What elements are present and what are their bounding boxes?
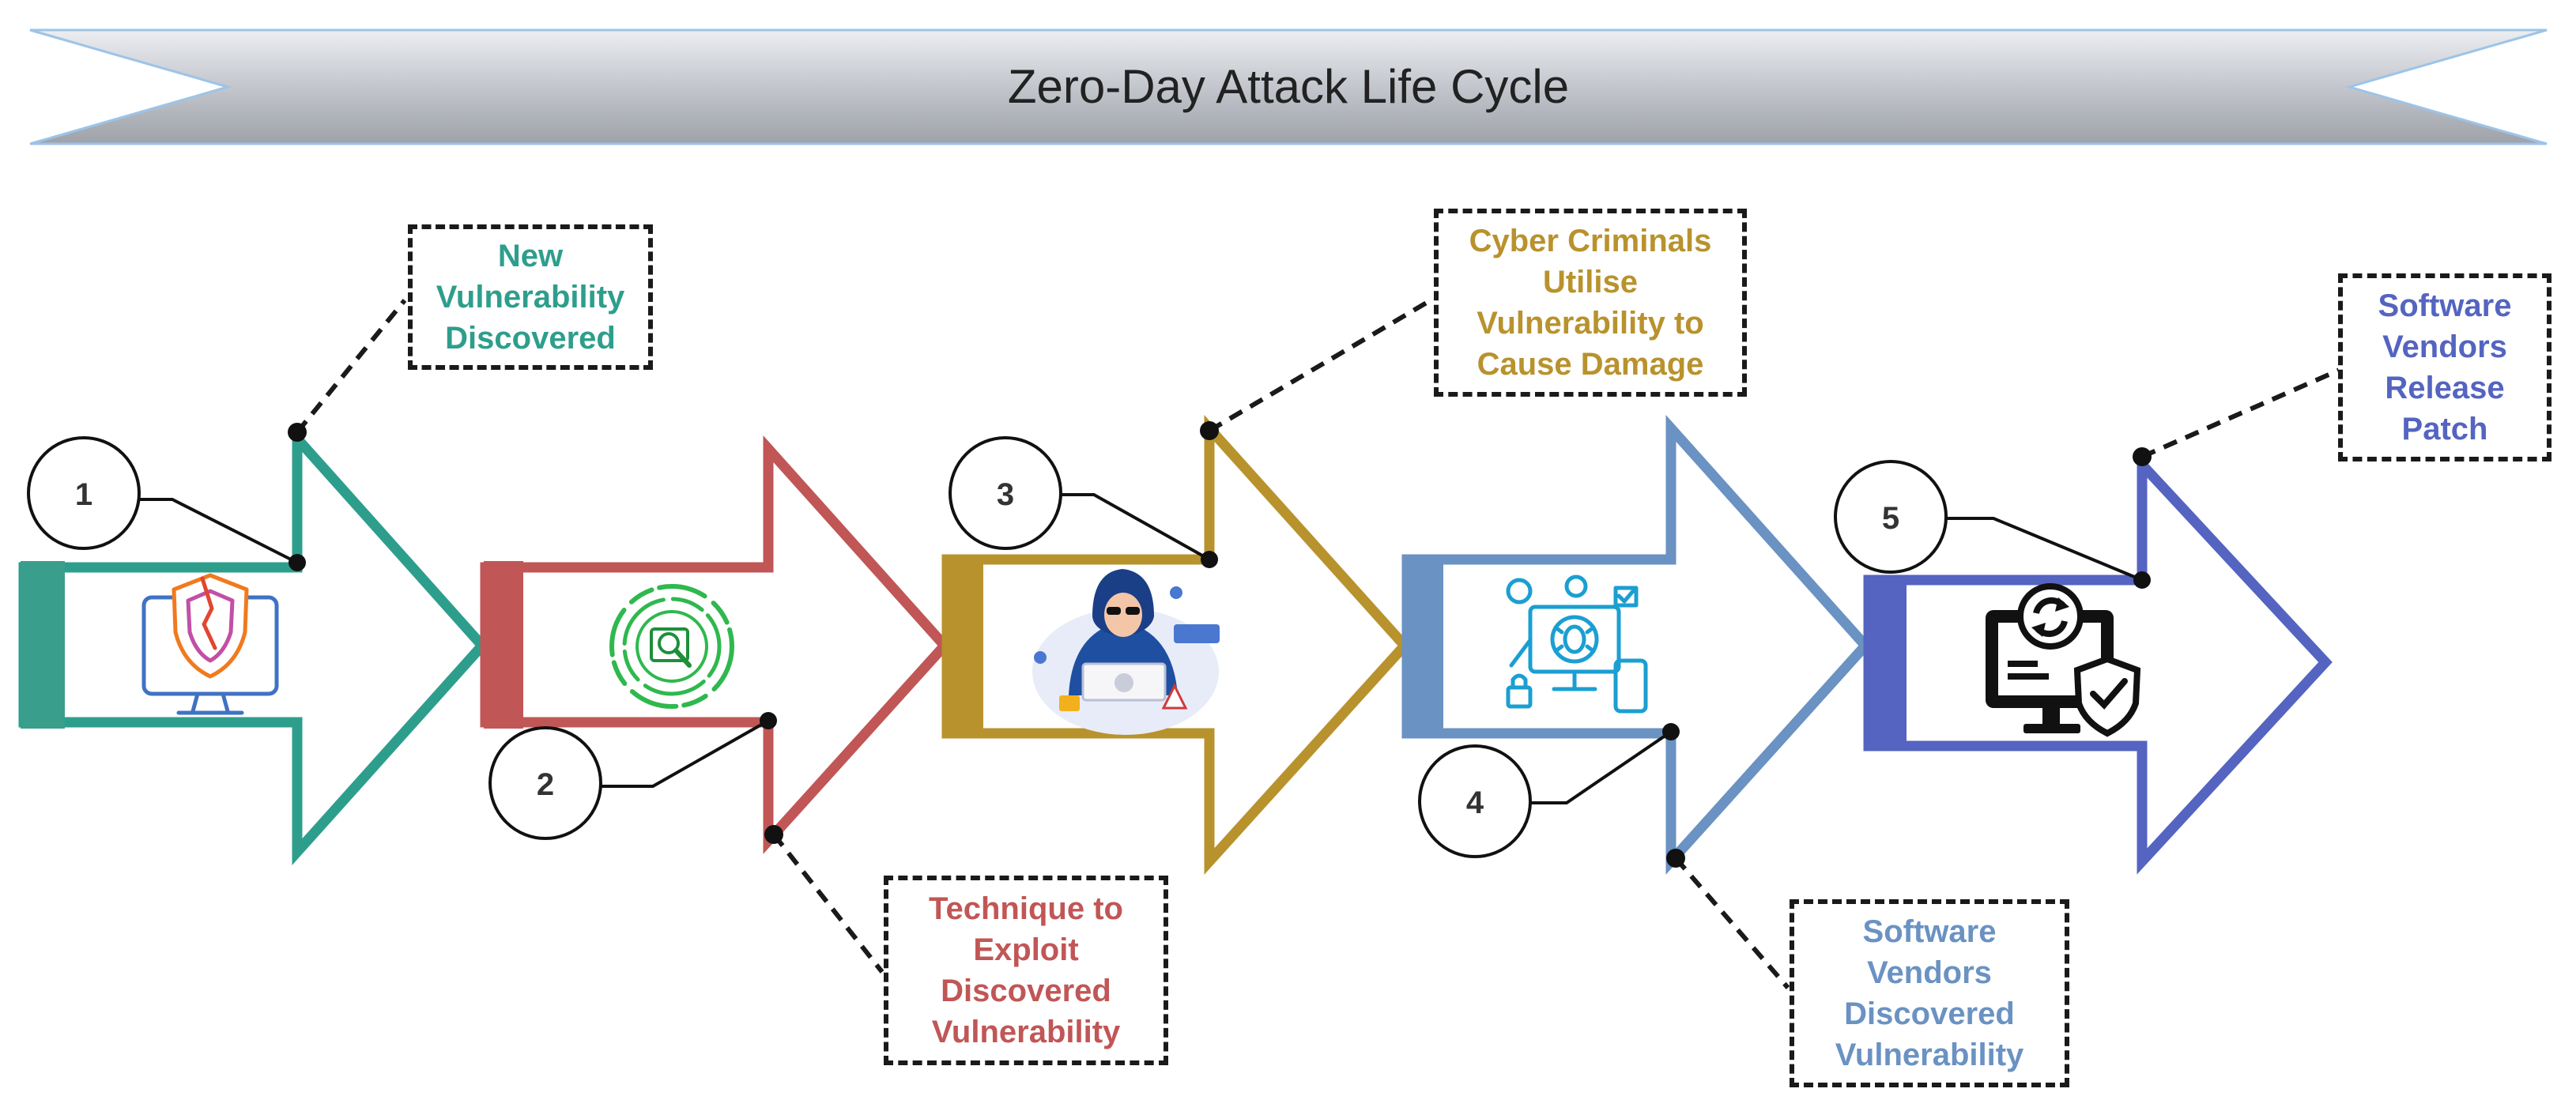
callout-line: Cyber Criminals [1469,224,1712,258]
dot [2133,447,2152,466]
callout-line: Vulnerability [931,1015,1121,1049]
dot [1200,421,1219,440]
callout-step-5: Software Vendors Release Patch [2338,273,2551,461]
number-3: 3 [997,477,1014,512]
number-badge-5: 5 [1834,460,1948,574]
callout-line: Technique to [929,891,1123,926]
number-1: 1 [75,477,92,512]
number-badge-4: 4 [1418,744,1532,858]
connector-dots [289,551,2151,740]
callout-line: New [497,239,564,273]
number-badge-2: 2 [488,726,602,840]
number-5: 5 [1882,501,1899,536]
callout-line: Cause Damage [1477,347,1704,382]
title-banner: Zero-Day Attack Life Cycle [29,28,2548,145]
callout-line: Discovered [941,974,1111,1008]
callout-line: Vulnerability [436,280,625,315]
dot [289,554,306,571]
callout-line: Vulnerability to [1477,306,1704,341]
circular-magnifier-icon [609,584,734,709]
callout-step-2: Technique to Exploit Discovered Vulnerab… [884,876,1168,1065]
dot [764,825,783,844]
callout-line: Vendors [2382,330,2507,364]
step-4-arrow [1401,414,1873,875]
leader-1 [295,299,407,434]
dot [2133,571,2151,589]
dot [760,712,777,729]
number-badge-3: 3 [949,436,1062,550]
callout-line: Patch [2401,412,2488,446]
callout-line: Vendors [1867,955,1992,990]
monitor-patch-shield-icon [1986,583,2141,737]
bug-monitor-icon [1506,574,1648,714]
callout-line: Software [1862,914,1997,949]
dot [1662,723,1680,740]
leader-2 [771,833,884,974]
callout-line: Discovered [445,321,616,356]
callout-line: Software [2378,288,2512,323]
dot [1666,849,1685,868]
callout-step-4: Software Vendors Discovered Vulnerabilit… [1790,899,2069,1087]
callout-line: Exploit [973,932,1079,967]
leader-dots [288,421,2152,868]
dot [288,423,307,442]
number-2: 2 [537,767,554,802]
number-badge-1: 1 [27,436,141,550]
callout-line: Discovered [1844,996,2015,1031]
leader-5 [2140,367,2341,459]
number-4: 4 [1466,785,1484,820]
banner-title: Zero-Day Attack Life Cycle [1008,60,1569,113]
dot [1201,551,1218,568]
number-connectors [138,493,2143,804]
callout-step-3: Cyber Criminals Utilise Vulnerability to… [1434,209,1747,397]
callout-step-1: New Vulnerability Discovered [408,224,653,370]
callout-line: Utilise [1542,265,1639,299]
callout-leaders [295,298,2341,989]
callout-line: Release [2385,371,2505,405]
leader-4 [1673,857,1790,989]
monitor-broken-shield-icon [141,573,279,715]
callout-line: Vulnerability [1835,1038,2024,1072]
step-2-arrow [480,435,952,854]
hooded-hacker-icon [1032,569,1220,735]
leader-3 [1208,298,1432,433]
step-1-arrow [18,424,489,865]
